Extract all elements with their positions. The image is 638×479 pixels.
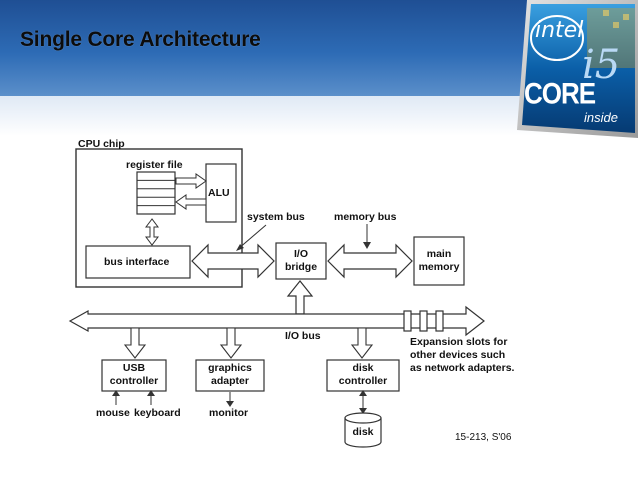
register-file-label: register file bbox=[126, 159, 183, 171]
memory-bus-arrow bbox=[327, 243, 413, 279]
slide-title: Single Core Architecture bbox=[20, 28, 261, 51]
expansion-slot-1 bbox=[403, 310, 412, 332]
usb-bus-arrow bbox=[123, 327, 147, 359]
usb-label-2: controller bbox=[109, 375, 159, 387]
keyboard-label: keyboard bbox=[134, 407, 181, 419]
usb-controller-box bbox=[101, 359, 167, 392]
reg-bus-iface-arrow bbox=[145, 218, 159, 246]
system-bus-label: system bus bbox=[247, 211, 305, 223]
system-bus-arrow bbox=[191, 243, 275, 279]
disk-controller-label-2: controller bbox=[338, 375, 388, 387]
mouse-label: mouse bbox=[96, 407, 130, 419]
io-bus-label: I/O bus bbox=[285, 330, 321, 342]
expansion-label-1: Expansion slots for bbox=[410, 336, 508, 348]
disk-cylinder bbox=[344, 412, 382, 448]
io-bridge-box bbox=[275, 242, 327, 280]
bus-interface-label: bus interface bbox=[104, 256, 170, 268]
intel-logo bbox=[517, 0, 638, 138]
memory-bus-label: memory bus bbox=[334, 211, 397, 223]
expansion-slot-2 bbox=[419, 310, 428, 332]
main-memory-label-2: memory bbox=[418, 261, 460, 273]
cpu-chip-label: CPU chip bbox=[78, 138, 125, 150]
main-memory-box bbox=[413, 236, 465, 286]
disk-bus-arrow bbox=[350, 327, 374, 359]
footnote: 15-213, S'06 bbox=[455, 432, 512, 443]
disk-label: disk bbox=[352, 426, 374, 438]
expansion-slot-3 bbox=[435, 310, 444, 332]
main-memory-label-1: main bbox=[426, 248, 452, 260]
graphics-label-2: adapter bbox=[211, 375, 249, 387]
disk-controller-box bbox=[326, 359, 400, 392]
graphics-bus-arrow bbox=[219, 327, 243, 359]
logo-brand: intel bbox=[535, 18, 584, 43]
logo-tagline: inside bbox=[584, 110, 618, 125]
graphics-adapter-box bbox=[195, 359, 265, 392]
bridge-io-bus-arrow bbox=[286, 280, 314, 315]
system-bus-pointer bbox=[237, 224, 267, 250]
expansion-label-3: as network adapters. bbox=[410, 362, 515, 374]
monitor-label: monitor bbox=[209, 407, 249, 419]
usb-label-1: USB bbox=[122, 362, 146, 374]
io-bridge-label-2: bridge bbox=[284, 261, 318, 273]
alu-to-reg-arrow bbox=[175, 194, 207, 210]
bus-interface-box bbox=[85, 245, 191, 279]
disk-controller-label-1: disk bbox=[352, 362, 374, 374]
logo-model: i5 bbox=[582, 42, 621, 88]
reg-to-alu-arrow bbox=[175, 173, 207, 189]
graphics-label-1: graphics bbox=[208, 362, 252, 374]
alu-box bbox=[205, 163, 237, 223]
logo-product: CORE bbox=[524, 76, 596, 111]
io-bridge-label-1: I/O bbox=[293, 248, 308, 260]
alu-label: ALU bbox=[208, 187, 230, 199]
io-bus-arrow bbox=[68, 305, 485, 337]
expansion-label-2: other devices such bbox=[410, 349, 506, 361]
register-file bbox=[136, 171, 176, 215]
